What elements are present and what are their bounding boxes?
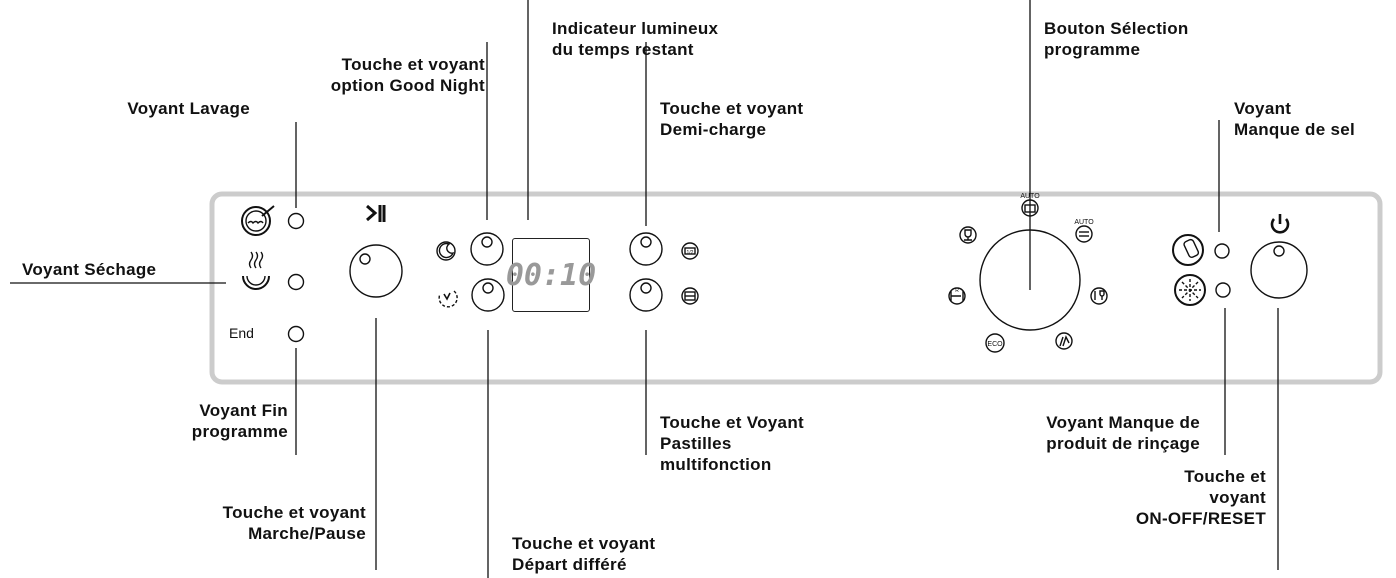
program-icons — [948, 199, 1108, 353]
label-sechage: Voyant Séchage — [22, 260, 157, 279]
leader-lines — [10, 0, 1279, 578]
eco-text: ECO — [987, 341, 1003, 348]
half-load-button[interactable] — [629, 232, 663, 266]
multi-tablet-button[interactable] — [629, 278, 663, 312]
good-night-button[interactable] — [470, 232, 504, 266]
rinse-r-text: R — [955, 288, 959, 294]
label-demi-charge: Touche et voyant Demi-charge — [660, 99, 804, 139]
auto-intensive-icon — [1021, 199, 1039, 217]
multi-tablet-icon — [681, 287, 699, 305]
eco-icon — [985, 333, 1005, 353]
delayed-start-button[interactable] — [471, 278, 505, 312]
dry-led — [287, 273, 305, 291]
wash-led — [287, 212, 305, 230]
good-night-icon — [436, 241, 456, 261]
panel-frame — [209, 191, 1383, 385]
program-selector-knob[interactable] — [979, 229, 1081, 331]
label-pastilles: Touche et Voyant Pastilles multifonction — [660, 413, 804, 474]
label-temps-restant: Indicateur lumineux du temps restant — [552, 19, 719, 59]
salt-icon — [1172, 234, 1204, 266]
dry-icon — [242, 251, 270, 290]
on-off-reset-button[interactable] — [1250, 241, 1308, 299]
auto-text-2: AUTO — [1074, 219, 1094, 226]
delayed-start-icon — [438, 290, 458, 308]
quick-icon — [1055, 332, 1073, 350]
label-rincage: Voyant Manque de produit de rinçage — [1046, 413, 1200, 453]
label-sel: Voyant Manque de sel — [1234, 99, 1356, 139]
label-good-night: Touche et voyant option Good Night — [330, 55, 485, 95]
glass-icon — [959, 226, 977, 244]
half-text: 1/2 — [687, 250, 694, 256]
end-led — [287, 325, 305, 343]
rinse-hold-icon — [948, 287, 966, 305]
auto-normal-icon — [1075, 225, 1093, 243]
label-depart-differe: Touche et voyant Départ différé — [512, 534, 656, 574]
label-selection: Bouton Sélection programme — [1044, 19, 1189, 59]
wash-icon — [241, 205, 275, 236]
start-pause-icon — [366, 204, 386, 222]
rinse-aid-led — [1215, 282, 1231, 298]
salt-led — [1214, 243, 1230, 259]
label-lavage: Voyant Lavage — [127, 99, 250, 118]
start-pause-button[interactable] — [349, 244, 403, 298]
rinse-aid-icon — [1174, 274, 1206, 306]
half-load-icon — [681, 242, 699, 260]
label-marche-pause: Touche et voyant Marche/Pause — [222, 503, 366, 543]
delicate-icon — [1090, 287, 1108, 305]
end-text: End — [229, 325, 254, 341]
time-display: 00:10 — [506, 238, 596, 312]
power-icon — [1270, 214, 1290, 234]
label-on-off: Touche et voyant ON-OFF/RESET — [1135, 467, 1266, 528]
label-fin: Voyant Fin programme — [191, 401, 288, 441]
auto-text-1: AUTO — [1020, 193, 1040, 200]
